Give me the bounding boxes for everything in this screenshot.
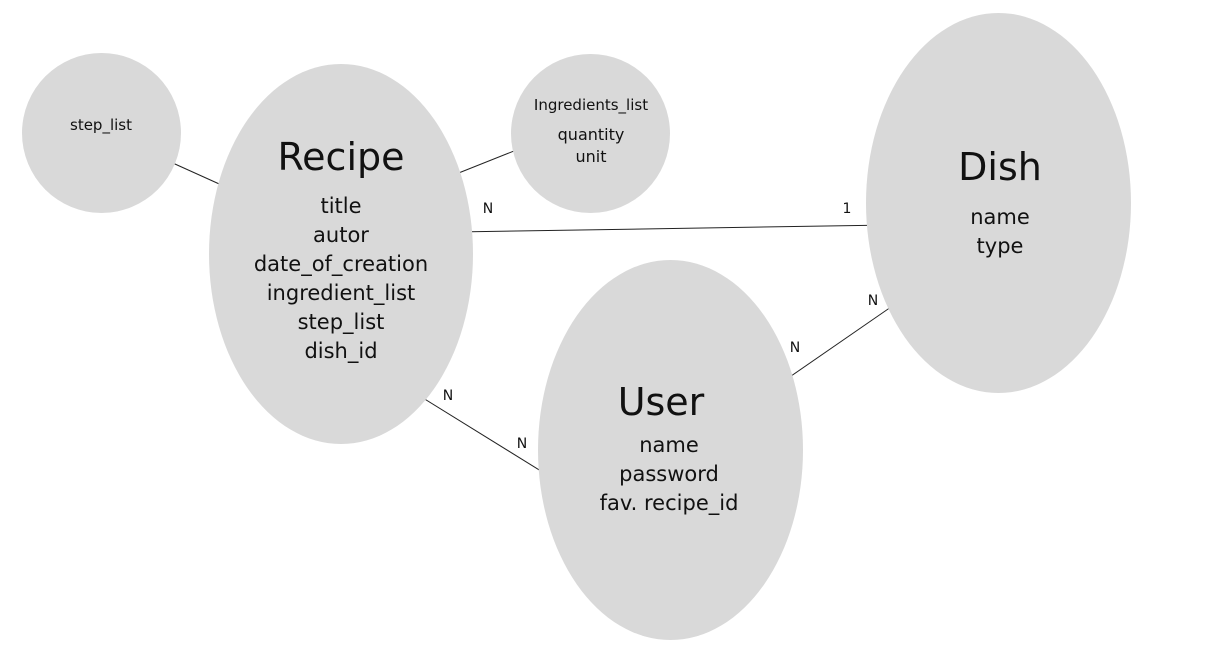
ingredients-list-title: Ingredients_list xyxy=(533,96,649,114)
entity-ingredients-list[interactable] xyxy=(511,54,670,213)
step-list-label: step_list xyxy=(70,116,132,134)
dish-attr-name: name xyxy=(970,205,1030,229)
recipe-attr-date-of-creation: date_of_creation xyxy=(253,252,429,276)
recipe-attr-dish-id: dish_id xyxy=(304,339,378,363)
entity-user[interactable] xyxy=(538,260,803,640)
link-recipe-dish xyxy=(454,224,891,233)
cardinality-dish-user-dish: N xyxy=(867,293,879,309)
dish-title: Dish xyxy=(958,145,1042,189)
entity-step-list[interactable] xyxy=(22,53,181,213)
cardinality-recipe-user-user: N xyxy=(516,436,528,452)
ingredients-list-attributes: quantity unit xyxy=(558,124,625,168)
cardinality-recipe-dish-recipe: N xyxy=(482,201,494,217)
recipe-attr-ingredient-list: ingredient_list xyxy=(266,281,416,305)
recipe-attributes: title autor date_of_creation ingredient_… xyxy=(254,192,428,366)
user-attributes: name password fav. recipe_id xyxy=(600,431,739,518)
entity-recipe[interactable] xyxy=(209,64,473,444)
recipe-attr-title: title xyxy=(320,194,362,218)
recipe-attr-autor: autor xyxy=(313,223,369,247)
cardinality-dish-user-user: N xyxy=(789,340,801,356)
dish-attr-type: type xyxy=(976,234,1024,258)
user-attr-password: password xyxy=(619,462,719,486)
ingredients-attr-unit: unit xyxy=(575,147,607,166)
cardinality-recipe-dish-dish: 1 xyxy=(842,201,852,217)
recipe-attr-step-list: step_list xyxy=(297,310,385,334)
entity-dish[interactable] xyxy=(866,13,1131,393)
user-attr-fav-recipe-id: fav. recipe_id xyxy=(599,491,739,515)
user-attr-name: name xyxy=(639,433,699,457)
user-title: User xyxy=(617,380,705,424)
recipe-title: Recipe xyxy=(277,135,405,179)
ingredients-attr-quantity: quantity xyxy=(557,125,625,144)
cardinality-recipe-user-recipe: N xyxy=(442,388,454,404)
dish-attributes: name type xyxy=(970,203,1030,261)
